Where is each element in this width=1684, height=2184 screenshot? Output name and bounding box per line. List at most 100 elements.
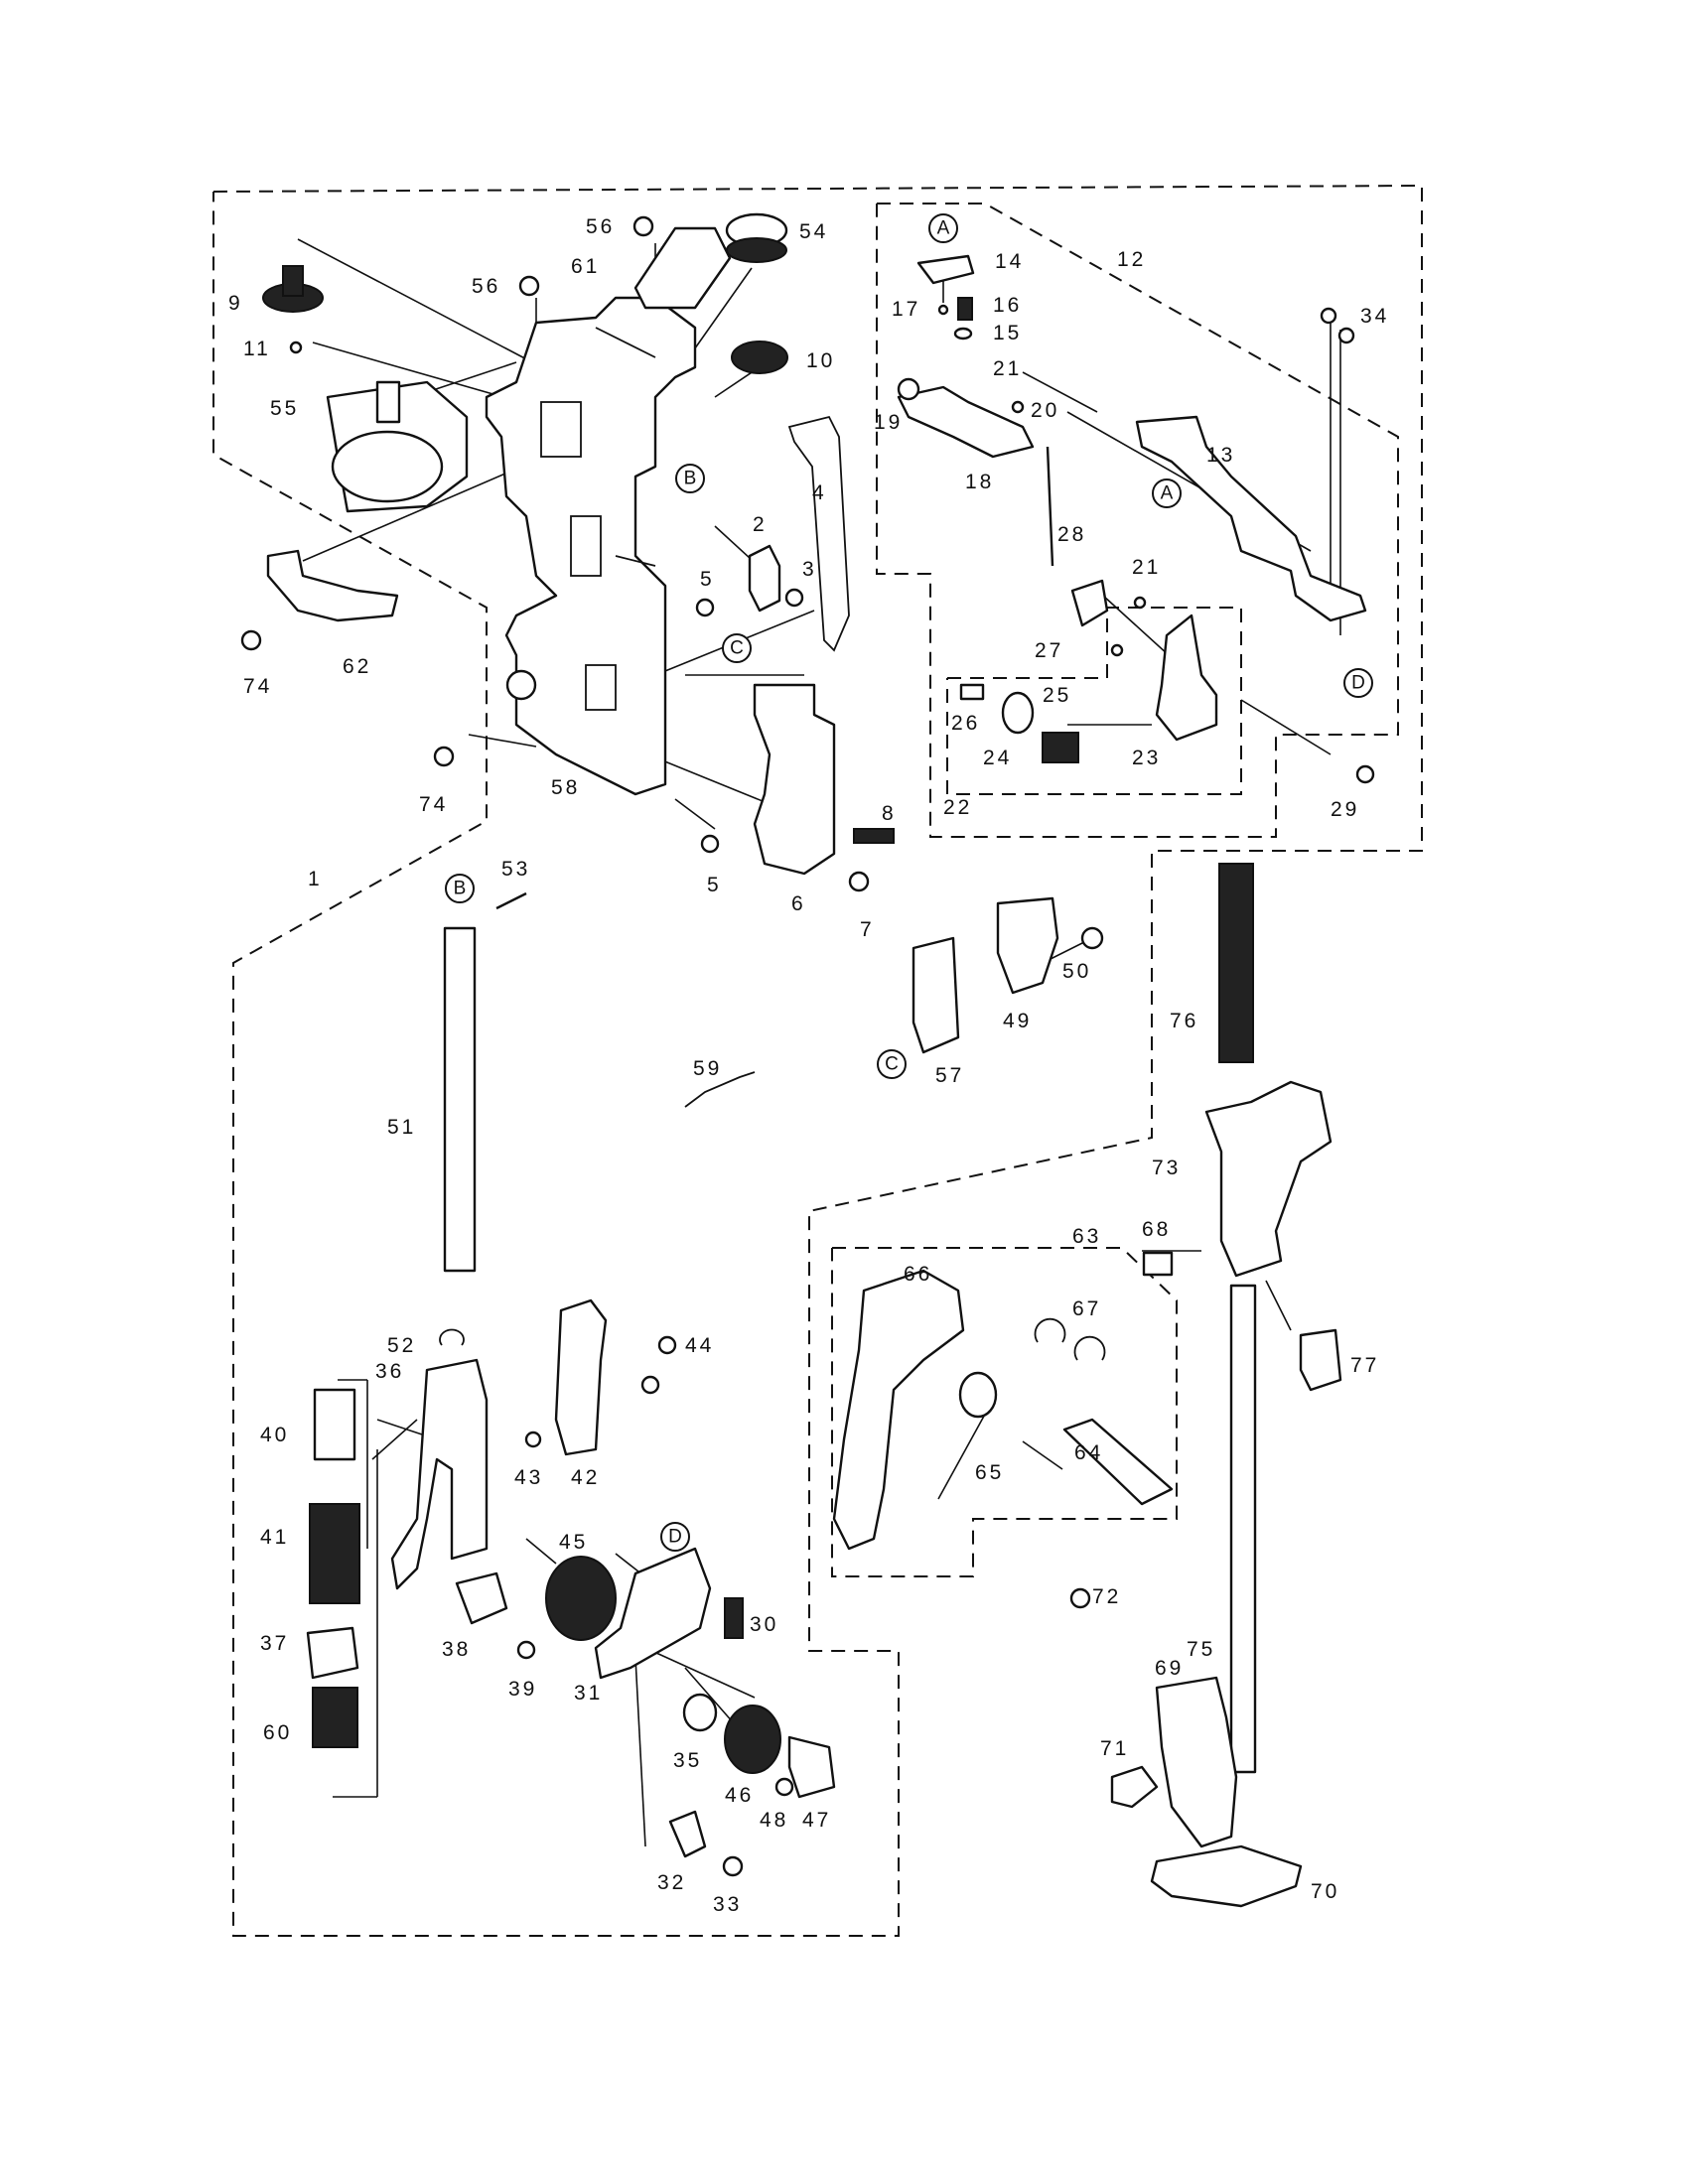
clip-part-67 (1034, 1317, 1106, 1361)
callout-46: 46 (725, 1784, 754, 1807)
screw-part-56a (632, 215, 654, 237)
callout-33: 33 (713, 1893, 742, 1916)
callout-48: 48 (760, 1809, 788, 1832)
callout-65: 65 (975, 1461, 1004, 1484)
belt-part-4 (787, 415, 850, 652)
wire-part-59 (684, 1071, 756, 1108)
spring-part-30 (724, 1597, 744, 1639)
callout-49: 49 (1003, 1010, 1032, 1032)
callout-14: 14 (995, 250, 1024, 273)
callout-71: 71 (1100, 1737, 1129, 1760)
callout-67: 67 (1072, 1297, 1101, 1320)
callout-24: 24 (983, 747, 1012, 769)
callout-10: 10 (806, 349, 835, 372)
screw-part-33 (722, 1855, 744, 1877)
callout-51: 51 (387, 1116, 416, 1139)
callout-45: 45 (559, 1531, 588, 1554)
reference-A-top: A (928, 213, 958, 243)
callout-25: 25 (1043, 684, 1071, 707)
callout-63: 63 (1072, 1225, 1101, 1248)
callout-76: 76 (1170, 1010, 1198, 1032)
svg-text:C: C (885, 1054, 899, 1075)
callout-56b: 56 (472, 275, 500, 298)
pin-part-27 (1110, 643, 1124, 657)
callout-28: 28 (1057, 523, 1086, 546)
callout-37: 37 (260, 1632, 289, 1655)
nut-part-72 (1069, 1587, 1091, 1609)
ring-part-65 (958, 1371, 998, 1419)
plate-part-38 (455, 1571, 508, 1625)
motor-part-55 (326, 380, 469, 513)
callout-41: 41 (260, 1526, 289, 1549)
shaft-part-51 (443, 926, 477, 1273)
lever-part-13 (1135, 415, 1367, 622)
plate-part-32 (668, 1810, 707, 1858)
collar-part-47 (787, 1735, 836, 1799)
reference-B-shaft: B (445, 874, 475, 903)
callout-29: 29 (1331, 798, 1359, 821)
callout-12: 12 (1117, 248, 1146, 271)
callout-50: 50 (1062, 960, 1091, 983)
screw-part-74b (433, 746, 455, 767)
screw-part-44b (640, 1375, 660, 1395)
callout-19: 19 (874, 411, 903, 434)
callout-74a: 74 (243, 675, 272, 698)
callout-11: 11 (243, 338, 271, 360)
callout-72: 72 (1092, 1585, 1121, 1608)
clip-part-21a (1011, 400, 1025, 414)
callout-60: 60 (263, 1721, 292, 1744)
callout-30: 30 (750, 1613, 778, 1636)
callout-34: 34 (1360, 305, 1389, 328)
gear-part-9 (262, 265, 324, 313)
callout-59: 59 (693, 1057, 722, 1080)
callout-1: 1 (308, 868, 323, 890)
callout-40: 40 (260, 1424, 289, 1446)
callout-66: 66 (904, 1263, 932, 1286)
svg-text:B: B (454, 879, 467, 899)
callout-58: 58 (551, 776, 580, 799)
screw-part-26 (959, 683, 985, 701)
spring-part-76 (1218, 863, 1254, 1063)
cover-part-61 (633, 226, 732, 310)
callout-70: 70 (1311, 1880, 1339, 1903)
bracket-part-36 (390, 1358, 489, 1590)
callout-18: 18 (965, 471, 994, 493)
callout-69: 69 (1155, 1657, 1184, 1680)
callout-61: 61 (571, 255, 600, 278)
bracket-part-6 (753, 683, 836, 876)
bushing-part-40 (313, 1388, 356, 1461)
hook-part-62 (266, 549, 399, 622)
callout-23: 23 (1132, 747, 1161, 769)
clip-part-77 (1299, 1328, 1342, 1392)
callout-9: 9 (228, 292, 243, 315)
callout-44: 44 (685, 1334, 714, 1357)
screw-part-48 (774, 1777, 794, 1797)
group-outline-12 (876, 203, 1399, 838)
callout-16: 16 (993, 294, 1022, 317)
nut-part-37 (306, 1626, 359, 1680)
callout-15: 15 (993, 322, 1022, 344)
callout-27: 27 (1035, 639, 1063, 662)
callout-68: 68 (1142, 1218, 1171, 1241)
group-outline-22 (946, 607, 1242, 795)
lever-part-66 (832, 1269, 965, 1551)
presser-foot-part-70 (1150, 1844, 1303, 1908)
lever-part-18 (897, 385, 1035, 459)
callout-74b: 74 (419, 793, 448, 816)
rod-part-20 (1046, 446, 1054, 567)
callout-55: 55 (270, 397, 299, 420)
screw-part-7 (848, 871, 870, 892)
lever-part-23 (1155, 614, 1218, 742)
screw-part-5a (695, 598, 715, 617)
callout-31: 31 (574, 1682, 603, 1705)
pin-part-17 (937, 304, 949, 316)
callout-3: 3 (802, 558, 817, 581)
svg-text:D: D (668, 1527, 682, 1548)
screw-part-19 (897, 377, 920, 401)
callout-38: 38 (442, 1638, 471, 1661)
callout-4: 4 (812, 481, 827, 504)
plate-part-57 (912, 936, 960, 1054)
callout-73: 73 (1152, 1157, 1181, 1179)
bracket-part-49 (996, 896, 1059, 995)
spring-part-60 (312, 1687, 358, 1748)
